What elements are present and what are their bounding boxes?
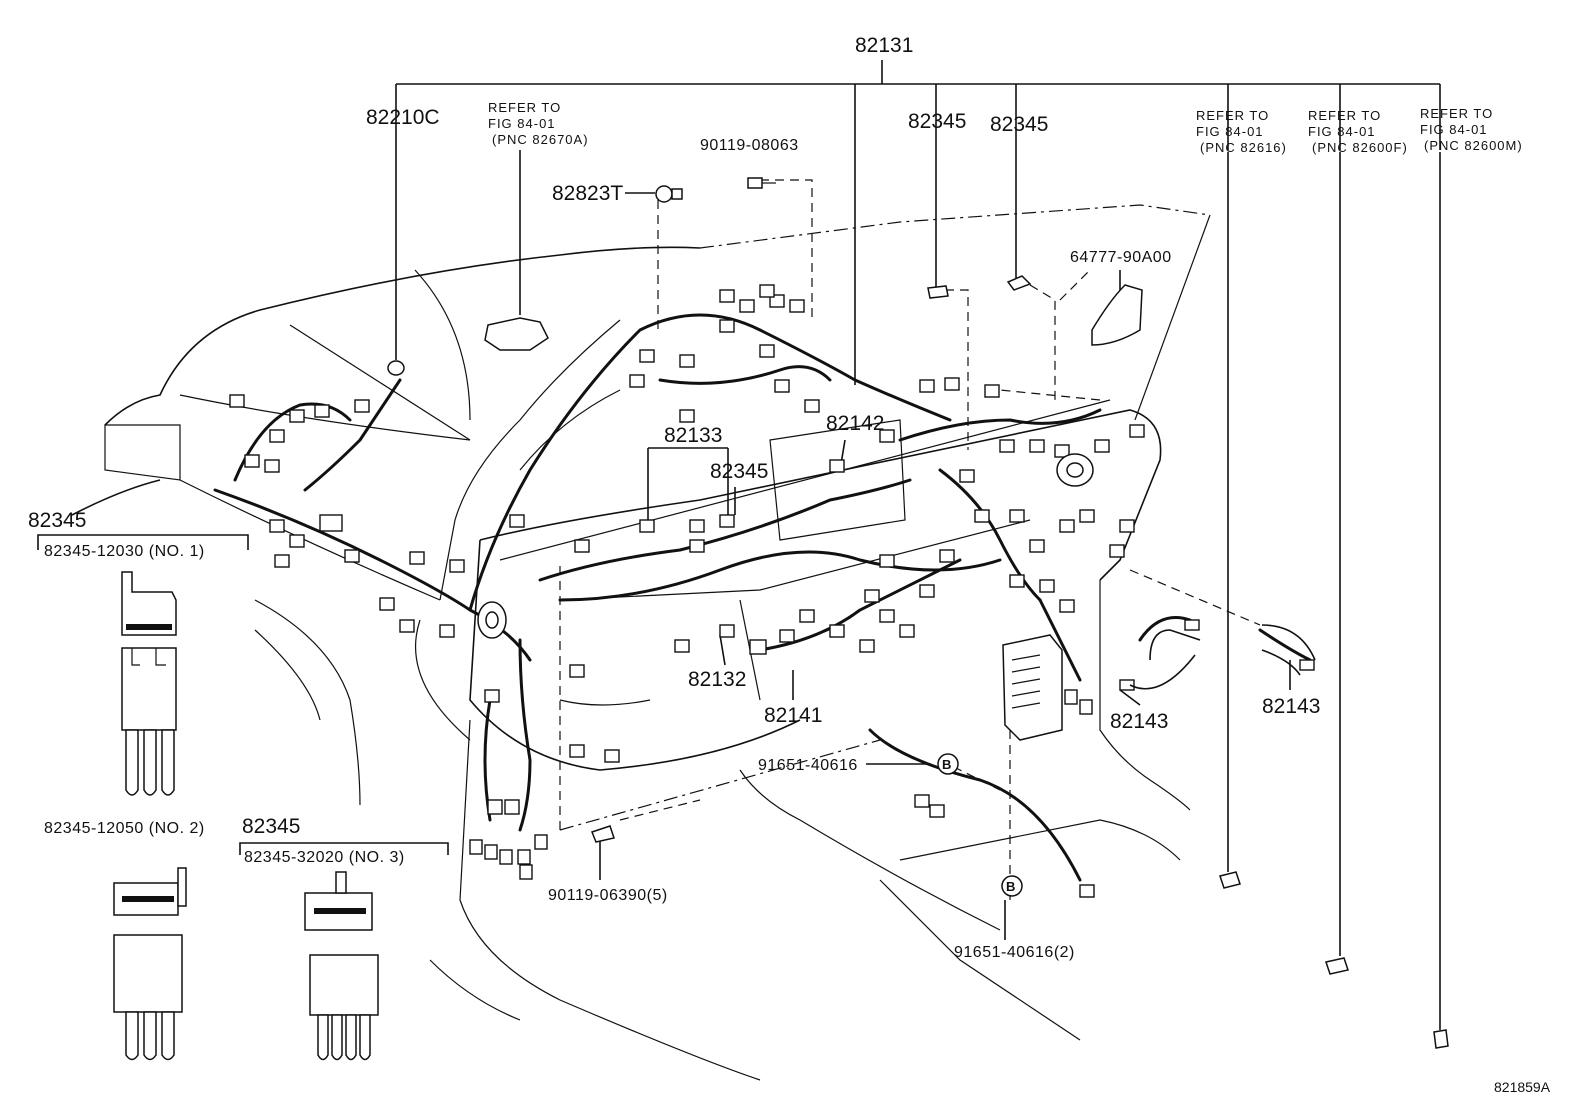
callout-lines bbox=[37, 60, 1441, 1030]
label-refer-c-fig: FIG 84-01 bbox=[1308, 124, 1376, 139]
screw-icon bbox=[591, 825, 615, 843]
bolt-icon bbox=[1325, 957, 1349, 975]
label-bolt-b2: 91651-40616(2) bbox=[954, 944, 1075, 961]
label-relay-no2: 82345-12050 (NO. 2) bbox=[44, 820, 205, 837]
label-harness-82142: 82142 bbox=[826, 412, 884, 435]
connectors bbox=[229, 284, 1315, 898]
label-bolt-b1: 91651-40616 bbox=[758, 757, 858, 774]
labels: 82131 82210C REFER TO FIG 84-01 (PNC 826… bbox=[28, 34, 1551, 1095]
label-refer-d: REFER TO bbox=[1420, 106, 1493, 121]
screw-icon bbox=[747, 177, 763, 189]
label-relay-mid: 82345 bbox=[710, 460, 768, 483]
harness-wires bbox=[213, 313, 1312, 882]
relay-no1 bbox=[121, 571, 177, 796]
label-refer-d-fig: FIG 84-01 bbox=[1420, 122, 1488, 137]
label-harness-82133: 82133 bbox=[664, 424, 722, 447]
relay-clip-icon bbox=[1006, 275, 1032, 291]
b-badge-label: B bbox=[1006, 879, 1015, 894]
relay-no2 bbox=[113, 867, 187, 1061]
label-relay-lower: 82345 bbox=[242, 815, 300, 838]
label-refer-b-fig: FIG 84-01 bbox=[1196, 124, 1264, 139]
label-refer-d-pnc: (PNC 82600M) bbox=[1424, 138, 1523, 153]
label-refer-b-pnc: (PNC 82616) bbox=[1200, 140, 1287, 155]
label-protector: 64777-90A00 bbox=[1070, 249, 1172, 266]
b-badge-label: B bbox=[942, 757, 951, 772]
label-main-harness: 82131 bbox=[855, 34, 913, 57]
label-clamp-left: 82210C bbox=[366, 106, 440, 129]
bulb-icon bbox=[655, 185, 673, 203]
label-refer-a-pnc: (PNC 82670A) bbox=[492, 132, 589, 147]
label-relay-left: 82345 bbox=[28, 509, 86, 532]
switch-icon bbox=[484, 317, 549, 351]
label-bulb: 82823T bbox=[552, 182, 623, 205]
label-harness-82143-b: 82143 bbox=[1262, 695, 1320, 718]
junction-block-icon bbox=[1002, 634, 1063, 741]
bolt-icon bbox=[1219, 871, 1241, 889]
body-outline bbox=[104, 204, 1211, 1081]
relay-clip-icon bbox=[927, 285, 949, 299]
b-badge-icon bbox=[1001, 875, 1023, 897]
label-relay-no1: 82345-12030 (NO. 1) bbox=[44, 543, 205, 560]
label-relay-top-1: 82345 bbox=[908, 110, 966, 133]
label-harness-82141: 82141 bbox=[764, 704, 822, 727]
label-screw-top: 90119-08063 bbox=[700, 137, 799, 154]
label-relay-top-2: 82345 bbox=[990, 113, 1048, 136]
install-paths bbox=[559, 179, 1261, 900]
label-harness-82143-a: 82143 bbox=[1110, 710, 1168, 733]
label-refer-c: REFER TO bbox=[1308, 108, 1381, 123]
label-refer-a: REFER TO bbox=[488, 100, 561, 115]
label-screw-bottom: 90119-06390(5) bbox=[548, 887, 668, 904]
label-refer-a-fig: FIG 84-01 bbox=[488, 116, 556, 131]
label-harness-82132: 82132 bbox=[688, 668, 746, 691]
figure-id: 821859A bbox=[1494, 1079, 1551, 1095]
clamp-icon bbox=[387, 360, 405, 376]
protector-icon bbox=[1091, 284, 1143, 346]
label-relay-no3: 82345-32020 (NO. 3) bbox=[244, 849, 405, 866]
b-badge-icon bbox=[937, 753, 959, 775]
hardware-parts bbox=[387, 177, 1449, 1049]
label-refer-b: REFER TO bbox=[1196, 108, 1269, 123]
relay-no3 bbox=[304, 871, 379, 1061]
label-refer-c-pnc: (PNC 82600F) bbox=[1312, 140, 1408, 155]
bolt-icon bbox=[1433, 1029, 1449, 1049]
